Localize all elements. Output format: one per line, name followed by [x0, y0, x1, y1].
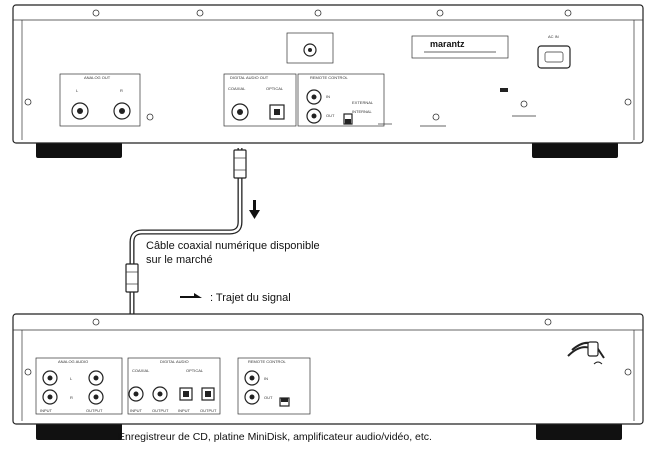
digital-audio-panel [127, 357, 221, 415]
digital-output-label: OUTPUT [152, 408, 169, 413]
analog-l-label: L [76, 88, 79, 93]
remote-control-label: REMOTE CONTROL [310, 75, 349, 80]
internal-label: INTERNAL [352, 109, 373, 114]
digital-out-panel [223, 73, 297, 127]
remote-out-label: OUT [326, 113, 335, 118]
cable-label-line1: Câble coaxial numérique disponible [146, 240, 320, 252]
brand-logo: marantz [430, 39, 465, 49]
cable-plug-bottom-icon [125, 263, 139, 293]
digital-input-label: INPUT [130, 408, 143, 413]
top-device: marantz AC IN ANALOG OUT L R DIGITAL AUD… [12, 4, 644, 158]
screw-icon [564, 9, 572, 17]
analog-audio-label: ANALOG AUDIO [58, 359, 88, 364]
screw-icon [624, 98, 632, 106]
ac-inlet-icon [537, 45, 571, 69]
digital-input2-label: INPUT [178, 408, 191, 413]
coaxial-out-label: COAXIAL [228, 86, 246, 91]
bottom-device: ANALOG AUDIO L R INPUT OUTPUT DIGITAL AU… [12, 313, 644, 443]
digital-out-label: DIGITAL AUDIO OUT [230, 75, 269, 80]
top-device-foot-left [36, 142, 122, 158]
remote-in-label: IN [326, 94, 330, 99]
digital-output2-label: OUTPUT [200, 408, 217, 413]
top-device-foot-right [532, 142, 618, 158]
power-cord-icon [567, 341, 605, 365]
bottom-remote-out-label: OUT [264, 395, 273, 400]
analog-r-label: R [120, 88, 123, 93]
signal-legend: : Trajet du signal [180, 292, 291, 304]
screw-icon [436, 9, 444, 17]
bottom-remote-in-label: IN [264, 376, 268, 381]
signal-arrow-icon [249, 200, 260, 219]
screw-icon [314, 9, 322, 17]
remote-control-panel [297, 73, 385, 127]
coaxial-cable [125, 148, 247, 396]
digital-audio-label: DIGITAL AUDIO [160, 359, 189, 364]
cable-label-line2: sur le marché [146, 254, 213, 266]
screw-icon [24, 98, 32, 106]
bottom-device-foot-left [36, 422, 122, 440]
analog-audio-panel [35, 357, 123, 415]
bottom-remote-panel [237, 357, 311, 415]
analog-output-label: OUTPUT [86, 408, 103, 413]
bottom-remote-label: REMOTE CONTROL [248, 359, 287, 364]
external-label: EXTERNAL [352, 100, 374, 105]
digital-optical-label: OPTICAL [186, 368, 204, 373]
bottom-device-chassis [12, 313, 644, 425]
ac-in-label: AC IN [548, 34, 559, 39]
bottom-analog-l-label: L [70, 376, 73, 381]
bottom-device-caption: Enregistreur de CD, platine MiniDisk, am… [118, 431, 432, 443]
optical-out-label: OPTICAL [266, 86, 284, 91]
bottom-analog-r-label: R [70, 395, 73, 400]
cable-plug-top-icon [233, 149, 247, 179]
bottom-device-foot-right [536, 422, 622, 440]
analog-out-label: ANALOG OUT [84, 75, 111, 80]
analog-out-panel [59, 73, 141, 127]
legend-arrow-icon [180, 293, 202, 298]
brand-plate [411, 35, 509, 59]
digital-coaxial-label: COAXIAL [132, 368, 150, 373]
screw-icon [196, 9, 204, 17]
screw-icon [92, 9, 100, 17]
signal-legend-text: : Trajet du signal [210, 292, 291, 304]
analog-input-label: INPUT [40, 408, 53, 413]
